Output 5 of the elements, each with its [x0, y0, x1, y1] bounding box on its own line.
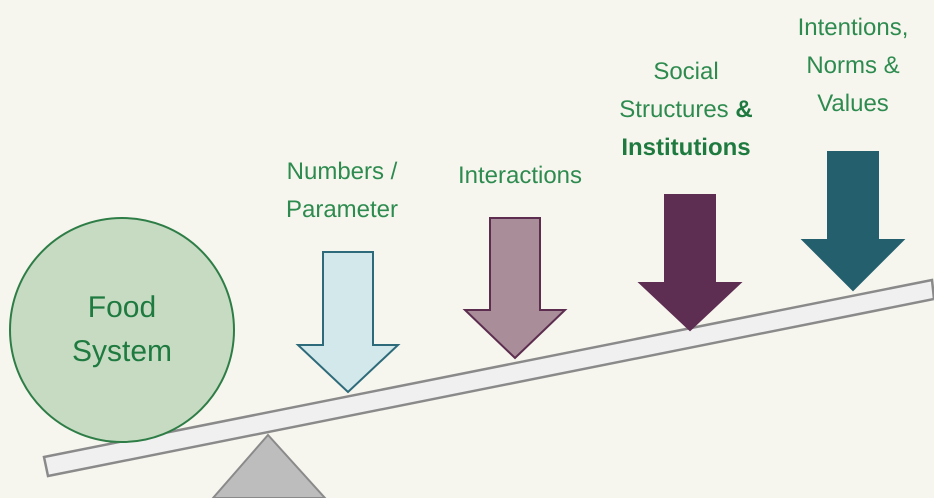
node-label: Food System	[70, 290, 174, 370]
force-label: Intentions, Norms & Values	[796, 13, 910, 119]
force-label: Interactions	[456, 161, 584, 191]
force-label: Numbers / Parameter	[284, 157, 400, 225]
force-label: Social Structures & Institutions	[618, 57, 754, 163]
